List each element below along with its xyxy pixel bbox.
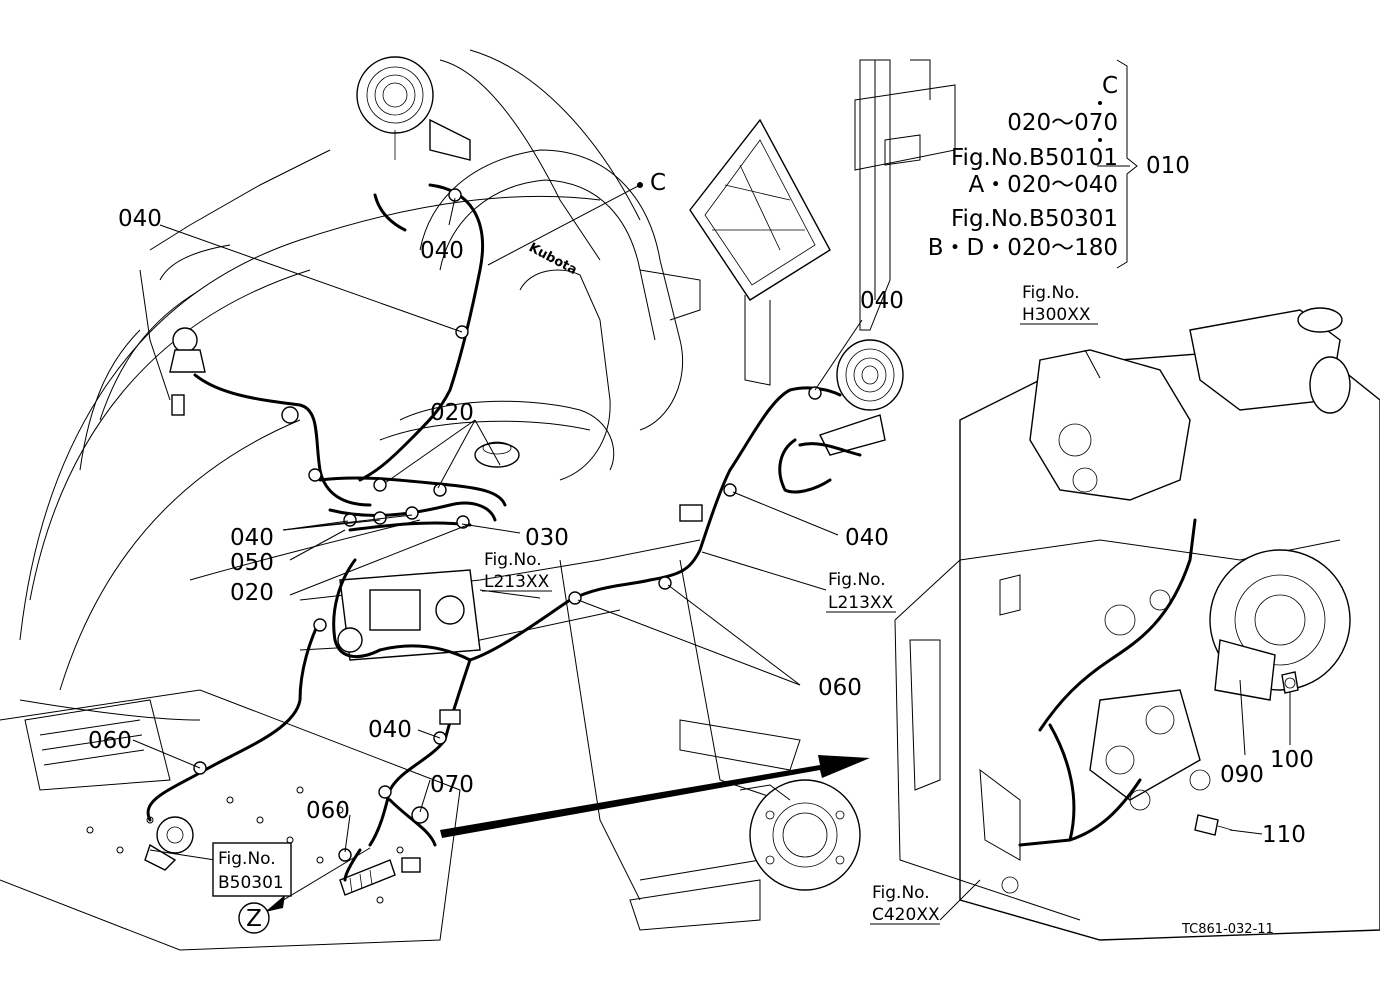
transmission-case — [894, 307, 1380, 941]
legend-line-1: C — [1102, 73, 1118, 99]
callouts: 040 040 C 040 020 040 030 040 050 020 06… — [88, 170, 1314, 934]
view-z-circle — [238, 902, 270, 934]
legend-line-4: A・020～040 — [968, 172, 1118, 198]
legend-line-6: B・D・020～180 — [928, 235, 1118, 261]
callout-040-e: 040 — [845, 525, 889, 551]
ref-b50301-box — [212, 842, 292, 897]
left-connector — [169, 327, 206, 416]
ref-c420-line2: C420XX — [872, 905, 940, 925]
bolt-110 — [1194, 814, 1233, 836]
callout-070: 070 — [430, 772, 474, 798]
ref-l213-a-line2: L213XX — [484, 572, 550, 592]
legend-group-label: 010 — [1146, 153, 1190, 179]
callout-050: 050 — [230, 550, 274, 576]
callout-040-a: 040 — [118, 206, 162, 232]
legend-line-5: Fig.No.B50301 — [951, 206, 1118, 232]
brand-mark: Kubota — [526, 240, 579, 278]
ref-h300-line2: H300XX — [1022, 305, 1091, 325]
callout-060-c: 060 — [306, 798, 350, 824]
ref-c420-line1: Fig.No. — [872, 883, 930, 903]
rear-work-lamp-right — [819, 339, 904, 456]
ref-b50301-line1: Fig.No. — [218, 849, 276, 869]
ref-b50301-line2: B50301 — [218, 873, 284, 893]
callout-040-d: 040 — [230, 525, 274, 551]
seat-switch — [474, 441, 520, 468]
triangle-reflector — [689, 118, 831, 386]
callout-030: 030 — [525, 525, 569, 551]
ref-l213-b-line2: L213XX — [828, 593, 894, 613]
bolt-100 — [1281, 671, 1299, 694]
callout-020-b: 020 — [230, 580, 274, 606]
ref-h300-line1: Fig.No. — [1022, 283, 1080, 303]
leader-lines — [132, 165, 1291, 921]
legend: C 020～070 Fig.No.B50101 A・020～040 Fig.No… — [928, 59, 1190, 269]
legend-line-2: 020～070 — [1007, 110, 1118, 136]
callout-z: Z — [246, 906, 262, 932]
tractor-body-outline — [19, 49, 641, 721]
pressure-switch-z — [339, 859, 396, 896]
callout-040-f: 040 — [368, 717, 412, 743]
transmission-sensor-harness — [1018, 518, 1197, 847]
ref-l213-b-line1: Fig.No. — [828, 570, 886, 590]
callout-c: C — [650, 170, 666, 196]
view-arrow-to-transmission — [440, 755, 870, 838]
figure-references: Fig.No. H300XX Fig.No. L213XX Fig.No. L2… — [212, 283, 1098, 925]
legend-line-3: Fig.No.B50101 — [951, 145, 1118, 171]
floor-plate — [0, 689, 461, 951]
callout-090: 090 — [1220, 762, 1264, 788]
callout-040-c: 040 — [860, 288, 904, 314]
callout-040-b: 040 — [420, 238, 464, 264]
callout-110: 110 — [1262, 822, 1306, 848]
chassis-lower — [299, 539, 801, 931]
seat-outline: Kubota — [379, 149, 701, 481]
callout-060-a: 060 — [818, 675, 862, 701]
lower-left-sensor — [144, 816, 194, 871]
callout-100: 100 — [1270, 747, 1314, 773]
rear-work-lamp-left — [356, 56, 471, 161]
pto-flange — [739, 779, 861, 891]
callout-020-a: 020 — [430, 400, 474, 426]
rops-frame — [854, 59, 956, 331]
drawing-code: TC861-032-11 — [1181, 922, 1274, 937]
ref-l213-a-line1: Fig.No. — [484, 550, 542, 570]
harness-clamps — [193, 188, 822, 873]
callout-060-b: 060 — [88, 728, 132, 754]
